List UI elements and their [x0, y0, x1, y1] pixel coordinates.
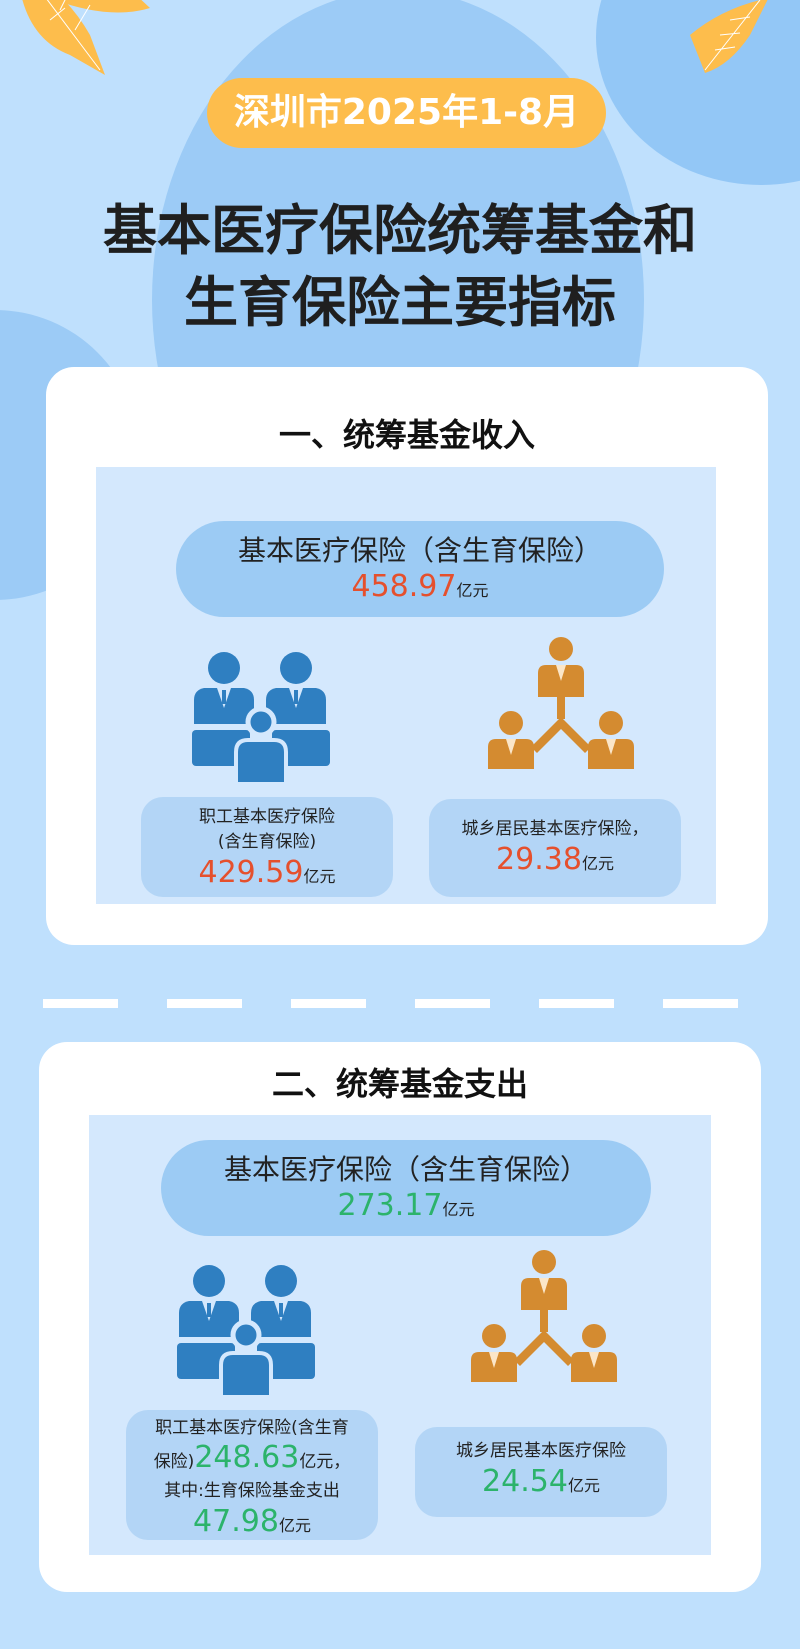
expenditure-employee-label-1: 职工基本医疗保险(含生育 [155, 1418, 349, 1438]
income-employee-label-1: 职工基本医疗保险 [199, 807, 335, 827]
income-employee-card: 职工基本医疗保险 (含生育保险) 429.59亿元 [141, 797, 393, 897]
expenditure-card: 二、统筹基金支出 基本医疗保险（含生育保险） 273.17亿元 [39, 1042, 761, 1592]
expenditure-resident-unit: 亿元 [567, 1476, 600, 1495]
income-employee-label-2: (含生育保险) [217, 832, 317, 852]
title-line-1: 基本医疗保险统筹基金和 [103, 199, 697, 262]
page-title: 基本医疗保险统筹基金和 生育保险主要指标 [0, 195, 800, 339]
income-total-unit: 亿元 [456, 581, 489, 600]
divider-dash [415, 999, 490, 1008]
expenditure-employee-card: 职工基本医疗保险(含生育 保险)248.63亿元， 其中:生育保险基金支出 47… [126, 1410, 378, 1540]
expenditure-section-title: 二、统筹基金支出 [271, 1065, 528, 1103]
income-resident-label: 城乡居民基本医疗保险， [461, 819, 649, 839]
income-resident-unit: 亿元 [581, 854, 614, 873]
title-line-2: 生育保险主要指标 [184, 271, 616, 334]
income-employee-unit: 亿元 [303, 867, 336, 886]
leaf-icon-right [690, 0, 768, 73]
expenditure-maternity-unit: 亿元 [278, 1516, 311, 1535]
income-panel: 基本医疗保险（含生育保险） 458.97亿元 [96, 467, 716, 904]
income-resident-card: 城乡居民基本医疗保险， 29.38亿元 [429, 799, 681, 897]
residents-network-icon [471, 1250, 617, 1382]
income-card: 一、统筹基金收入 基本医疗保险（含生育保险） 458.97亿元 [46, 367, 768, 945]
divider-dash [291, 999, 366, 1008]
residents-network-icon [488, 637, 634, 769]
income-total-value: 458.97 [351, 569, 457, 604]
income-section-title: 一、统筹基金收入 [278, 416, 535, 454]
expenditure-resident-value: 24.54 [482, 1464, 568, 1499]
divider-dash [539, 999, 614, 1008]
divider-dash [167, 999, 242, 1008]
expenditure-employee-label-2: 保险) [153, 1452, 195, 1472]
expenditure-total-pill: 基本医疗保险（含生育保险） 273.17亿元 [161, 1140, 651, 1236]
income-resident-value: 29.38 [496, 842, 582, 877]
expenditure-employee-unit: 亿元， [299, 1452, 351, 1472]
expenditure-total-unit: 亿元 [442, 1200, 475, 1219]
income-total-label: 基本医疗保险（含生育保险） [237, 534, 602, 567]
expenditure-maternity-value: 47.98 [193, 1504, 279, 1539]
employees-group-icon [177, 1265, 315, 1398]
income-total-pill: 基本医疗保险（含生育保险） 458.97亿元 [176, 521, 664, 617]
employees-group-icon [192, 652, 330, 785]
expenditure-panel: 基本医疗保险（含生育保险） 273.17亿元 [89, 1115, 711, 1555]
income-employee-value: 429.59 [198, 855, 304, 890]
expenditure-maternity-label: 其中:生育保险基金支出 [164, 1481, 340, 1501]
date-badge: 深圳市2025年1-8月 [207, 78, 606, 148]
expenditure-total-label: 基本医疗保险（含生育保险） [223, 1153, 588, 1186]
divider-dash [43, 999, 118, 1008]
expenditure-total-value: 273.17 [337, 1188, 443, 1223]
expenditure-resident-card: 城乡居民基本医疗保险 24.54亿元 [415, 1427, 667, 1517]
expenditure-employee-value: 248.63 [194, 1440, 300, 1475]
expenditure-resident-label: 城乡居民基本医疗保险 [456, 1441, 626, 1461]
leaf-icon-left [22, 0, 150, 75]
divider-dash [663, 999, 738, 1008]
